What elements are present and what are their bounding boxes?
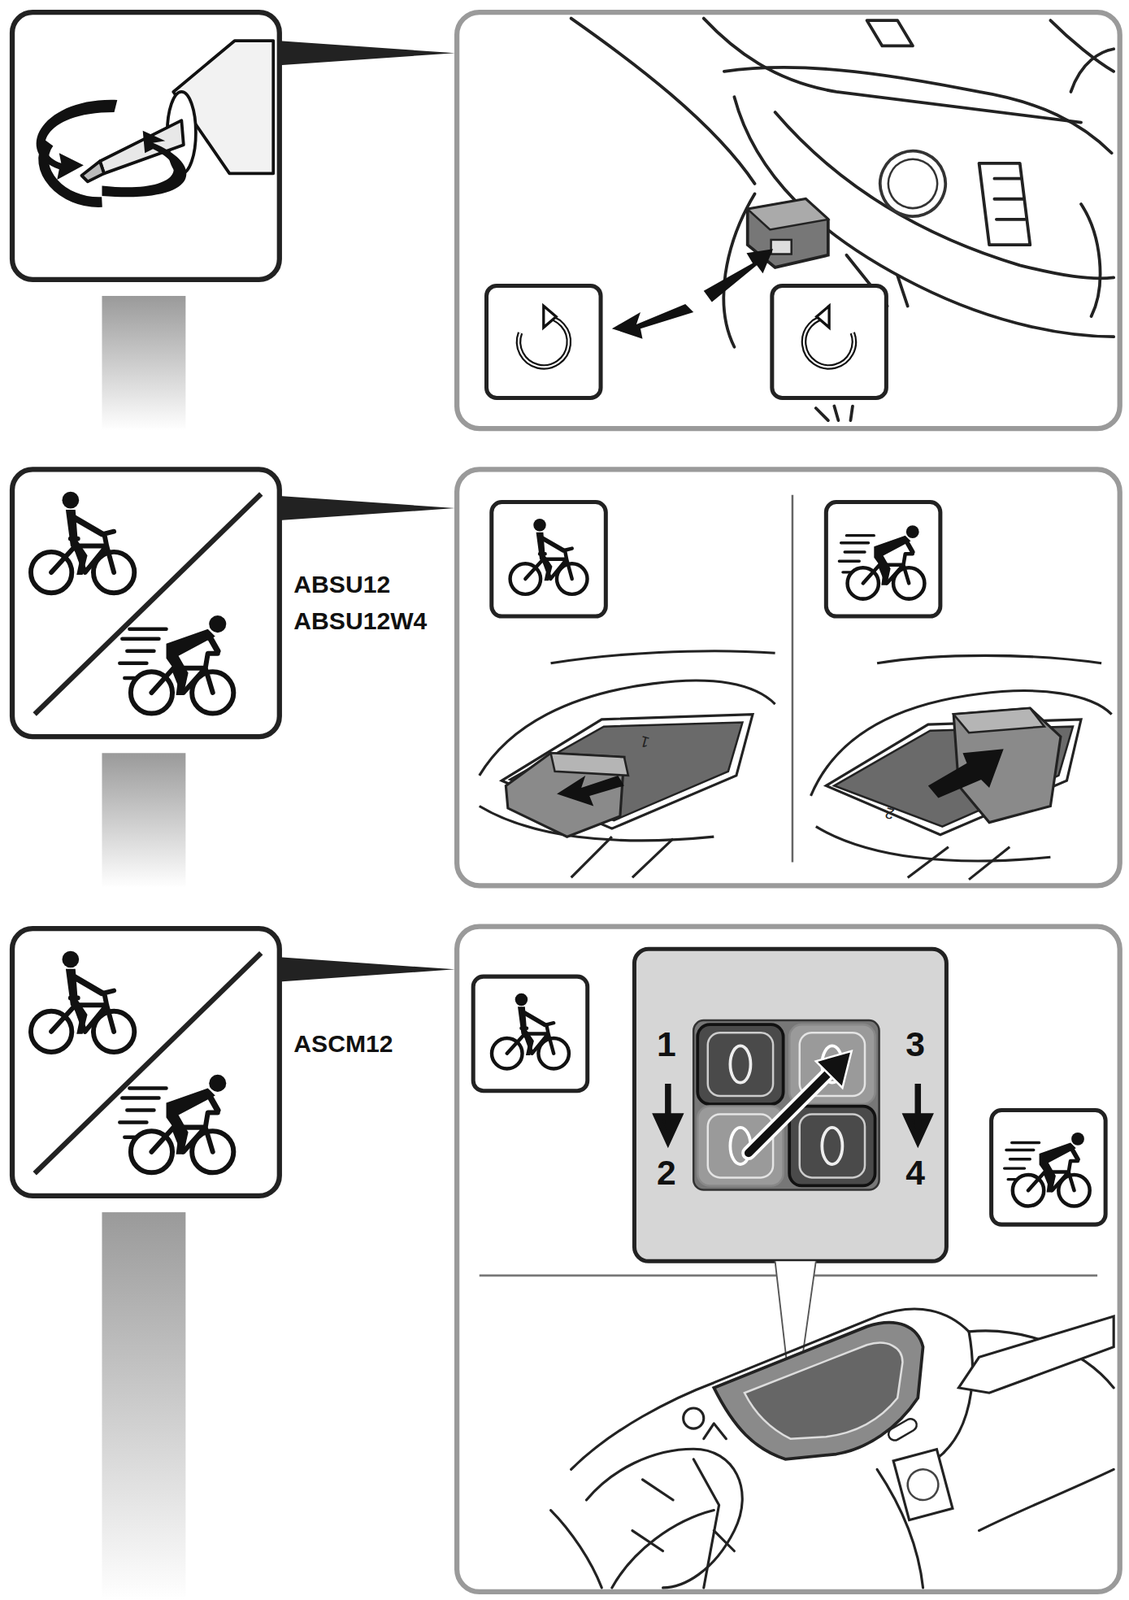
step-number: 2 — [656, 1155, 677, 1190]
model-name: ASCM12 — [293, 1031, 393, 1056]
step-number: 4 — [905, 1155, 925, 1190]
step-number: 1 — [656, 1026, 677, 1062]
model-name: ABSU12 — [293, 572, 391, 597]
button-callout-box: 1 2 3 4 — [633, 948, 947, 1261]
model-name: ABSU12W4 — [293, 608, 427, 634]
step-number: 3 — [905, 1026, 925, 1062]
